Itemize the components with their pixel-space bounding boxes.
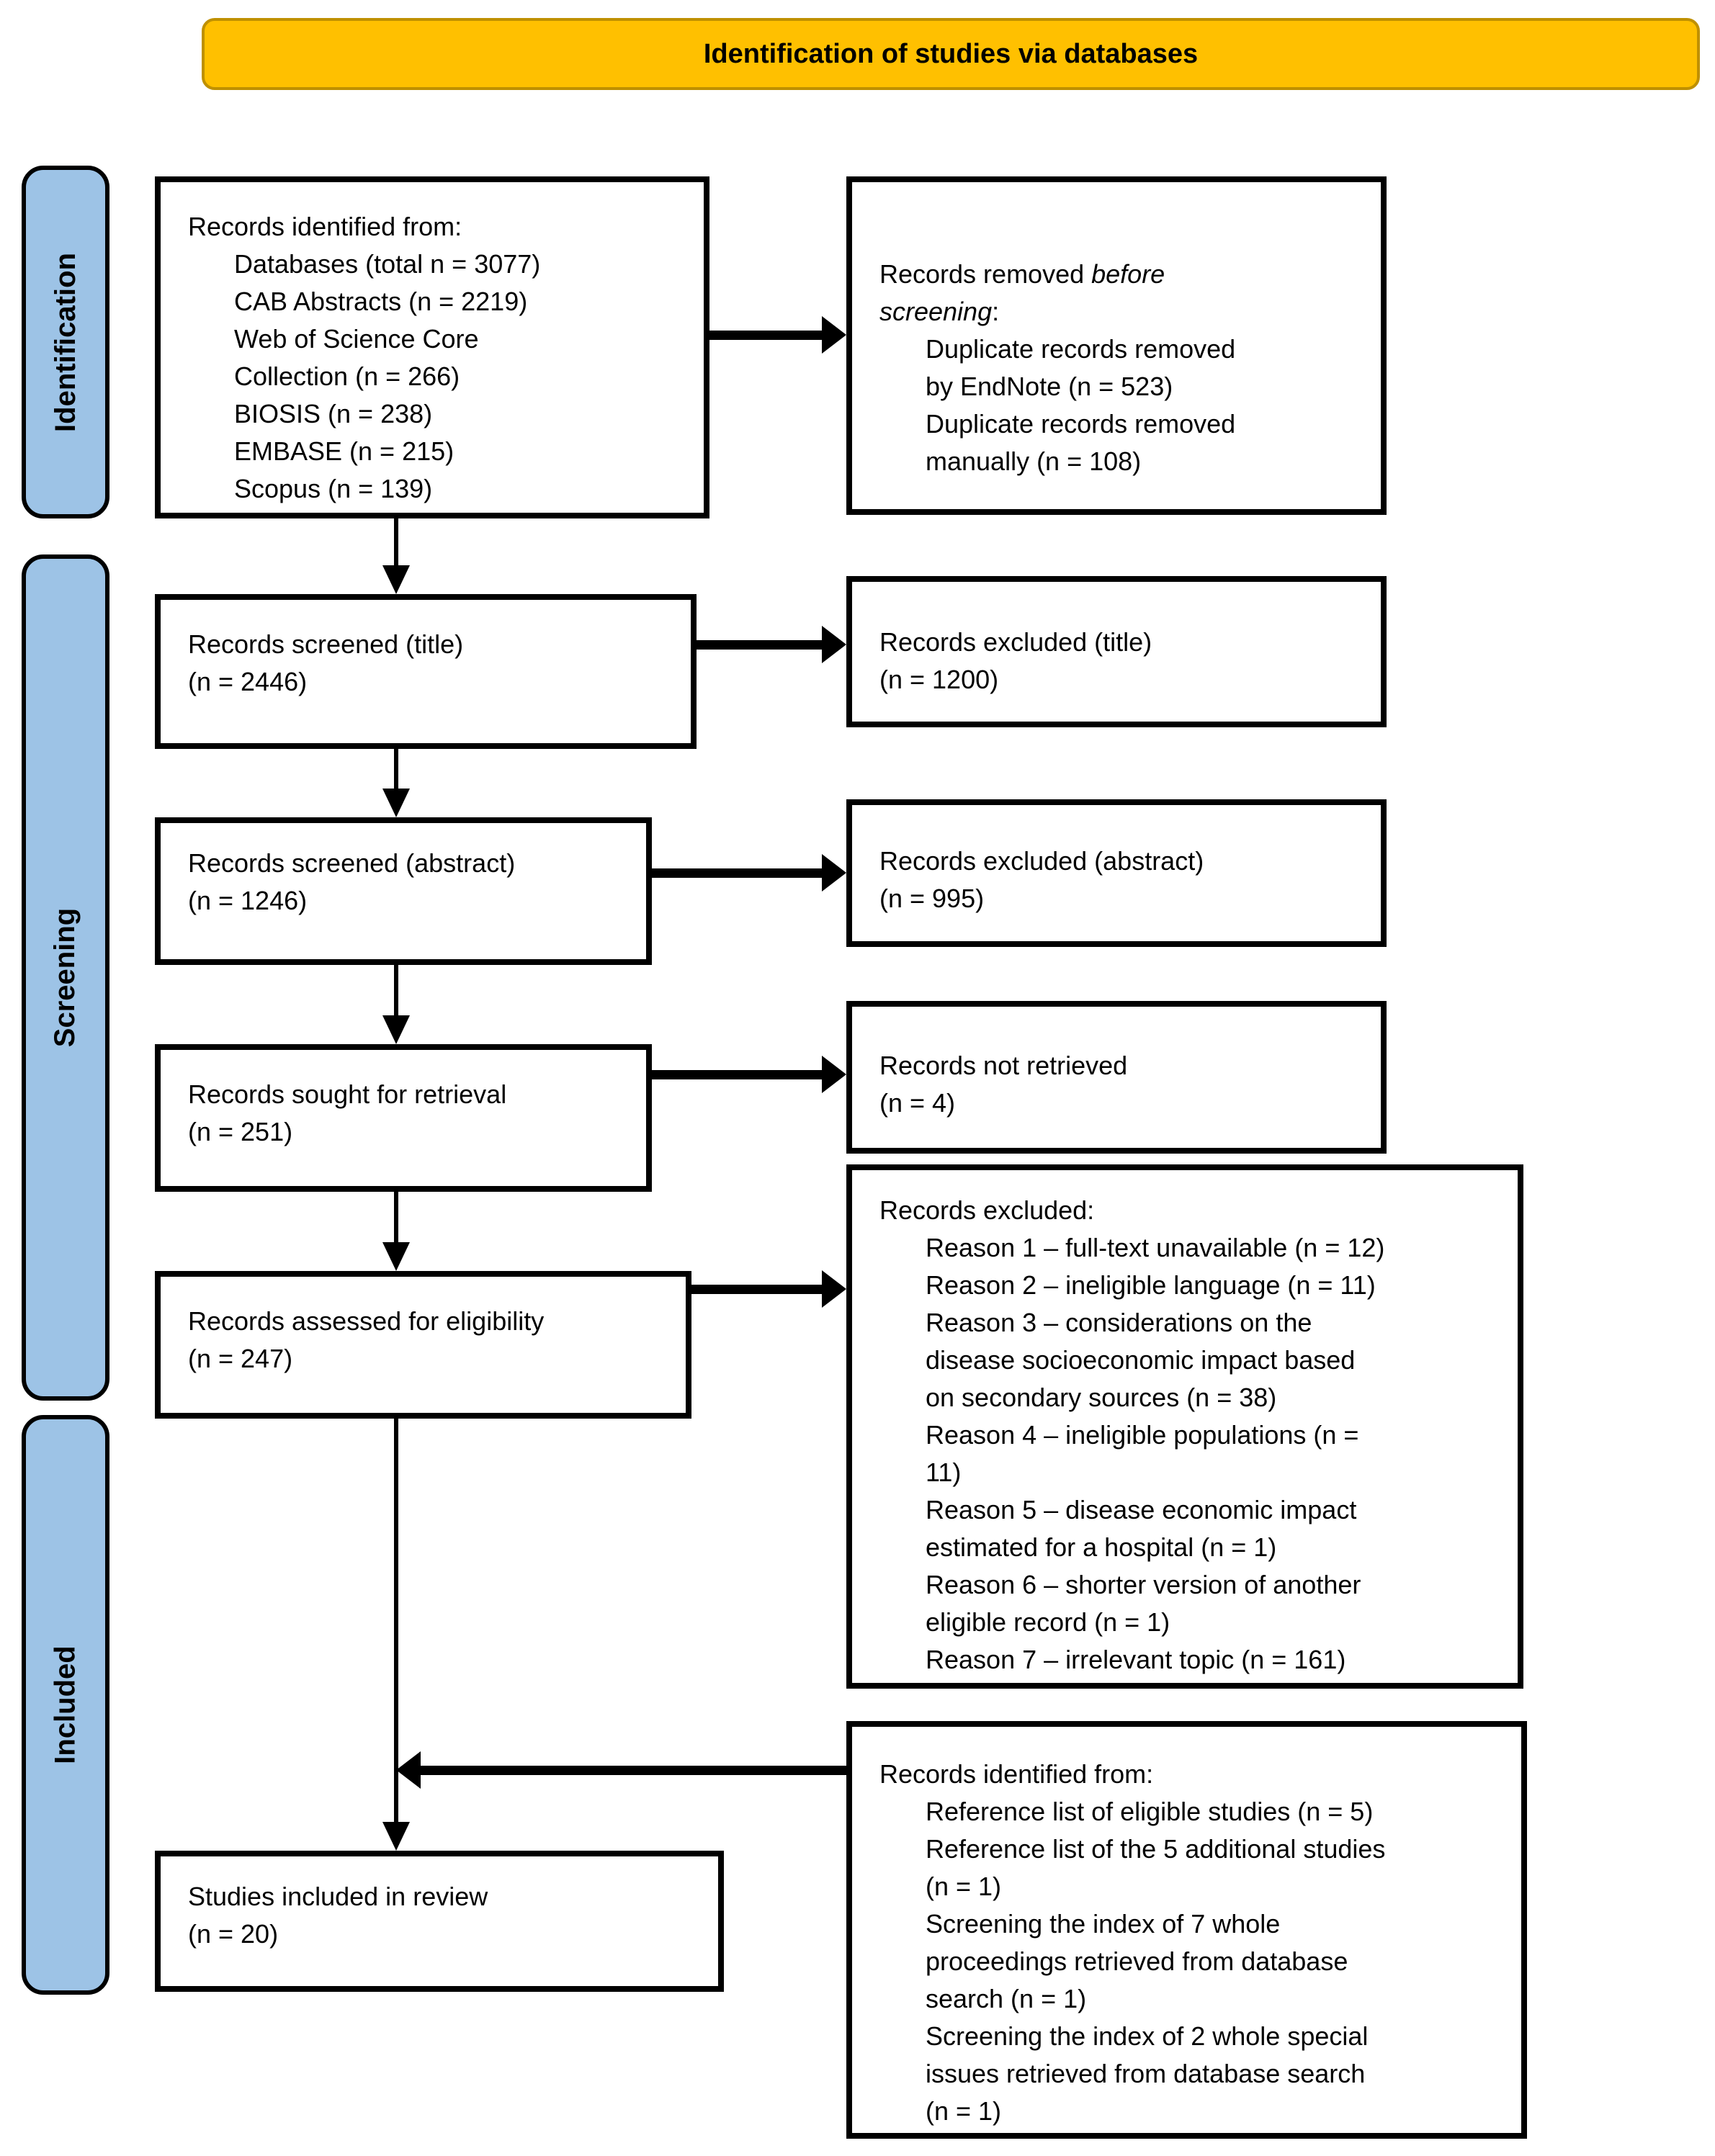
arrowhead-right-icon	[822, 626, 846, 663]
text-line: Duplicate records removed	[926, 334, 1236, 364]
box-assessed-eligibility: Records assessed for eligibility (n = 24…	[155, 1271, 691, 1419]
text-line: by EndNote (n = 523)	[926, 372, 1173, 401]
text-line: (n = 4)	[879, 1088, 956, 1118]
banner-title: Identification of studies via databases	[703, 38, 1199, 69]
text-line: (n = 995)	[879, 884, 985, 913]
text-line: (n = 1)	[926, 1872, 1002, 1901]
text-line: BIOSIS (n = 238)	[234, 399, 433, 428]
arrow-screened-title-to-excluded	[697, 640, 823, 650]
arrow-assessed-to-included	[394, 1419, 398, 1823]
arrowhead-down-icon	[382, 1015, 410, 1044]
arrow-assessed-to-excluded-reasons	[691, 1285, 823, 1294]
box-excluded-title: Records excluded (title) (n = 1200)	[846, 576, 1387, 727]
text-line: Studies included in review	[188, 1882, 488, 1911]
arrowhead-right-icon	[822, 1270, 846, 1308]
text-line: search (n = 1)	[926, 1984, 1087, 2013]
text-line: Records screened (abstract)	[188, 848, 516, 878]
title-italic: screening	[879, 297, 993, 326]
text-line: Reason 7 – irrelevant topic (n = 161)	[926, 1645, 1346, 1674]
text-line: Reason 2 – ineligible language (n = 11)	[926, 1270, 1376, 1300]
text-line: Screening the index of 7 whole	[926, 1909, 1281, 1939]
text-line: proceedings retrieved from database	[926, 1946, 1348, 1976]
text-line: Records excluded (title)	[879, 627, 1152, 657]
arrow-sought-to-not-retrieved	[652, 1070, 823, 1079]
text-line: Records screened (title)	[188, 629, 464, 659]
arrowhead-right-icon	[822, 854, 846, 891]
text-line: Databases (total n = 3077)	[234, 249, 541, 279]
arrow-abstract-to-sought	[394, 965, 398, 1017]
arrow-identified-to-removed	[709, 331, 823, 340]
text-line: Screening the index of 2 whole special	[926, 2021, 1369, 2051]
text-line: manually (n = 108)	[926, 446, 1142, 476]
title-normal: :	[992, 297, 1000, 326]
arrow-identified-to-screened-title	[394, 518, 398, 567]
text-line: EMBASE (n = 215)	[234, 436, 455, 466]
box-additional-records: Records identified from: Reference list …	[846, 1721, 1527, 2139]
box-title: Records excluded:	[879, 1195, 1095, 1225]
arrowhead-down-icon	[382, 1822, 410, 1851]
stage-identification-label: Identification	[49, 252, 81, 432]
box-title: Records removed before	[879, 256, 1369, 293]
box-records-removed: Records removed before screening: Duplic…	[846, 176, 1387, 515]
text-line: (n = 20)	[188, 1919, 279, 1949]
text-line: issues retrieved from database search	[926, 2059, 1366, 2088]
text-line: Reason 4 – ineligible populations (n =	[926, 1420, 1359, 1450]
text-line: Reason 5 – disease economic impact	[926, 1495, 1357, 1524]
arrowhead-left-icon	[396, 1751, 421, 1789]
box-excluded-reasons: Records excluded: Reason 1 – full-text u…	[846, 1164, 1523, 1689]
text-line: Reference list of the 5 additional studi…	[926, 1834, 1386, 1864]
text-line: (n = 1200)	[879, 665, 999, 694]
box-title: Records identified from:	[879, 1759, 1154, 1789]
box-title: Records identified from:	[188, 212, 462, 241]
arrowhead-down-icon	[382, 1242, 410, 1271]
text-line: on secondary sources (n = 38)	[926, 1383, 1277, 1412]
stage-included: Included	[22, 1415, 109, 1995]
box-screened-title: Records screened (title) (n = 2446)	[155, 594, 697, 749]
text-line: Scopus (n = 139)	[234, 474, 433, 503]
arrowhead-right-icon	[822, 1056, 846, 1093]
text-line: Web of Science Core	[234, 324, 479, 354]
text-line: Reason 6 – shorter version of another	[926, 1570, 1361, 1599]
text-line: (n = 251)	[188, 1117, 293, 1146]
arrow-sought-to-assessed	[394, 1192, 398, 1244]
text-line: Records sought for retrieval	[188, 1079, 507, 1109]
title-italic: before	[1091, 259, 1165, 289]
arrow-additional-to-included	[421, 1766, 846, 1775]
stage-screening: Screening	[22, 554, 109, 1401]
text-line: Collection (n = 266)	[234, 361, 460, 391]
text-line: Reference list of eligible studies (n = …	[926, 1797, 1374, 1826]
text-line: (n = 1246)	[188, 886, 308, 915]
box-not-retrieved: Records not retrieved (n = 4)	[846, 1001, 1387, 1154]
text-line: CAB Abstracts (n = 2219)	[234, 287, 528, 316]
arrow-screened-abstract-to-excluded	[652, 868, 823, 878]
stage-screening-label: Screening	[49, 907, 81, 1048]
text-line: (n = 2446)	[188, 667, 308, 696]
box-studies-included: Studies included in review (n = 20)	[155, 1851, 724, 1992]
arrow-screened-title-to-abstract	[394, 749, 398, 790]
box-screened-abstract: Records screened (abstract) (n = 1246)	[155, 817, 652, 965]
arrowhead-down-icon	[382, 789, 410, 817]
banner: Identification of studies via databases	[202, 18, 1700, 90]
text-line: (n = 247)	[188, 1344, 293, 1373]
text-line: estimated for a hospital (n = 1)	[926, 1532, 1277, 1562]
arrowhead-right-icon	[822, 316, 846, 354]
text-line: Reason 3 – considerations on the	[926, 1308, 1312, 1337]
text-line: eligible record (n = 1)	[926, 1607, 1170, 1637]
text-line: 11)	[926, 1457, 962, 1487]
text-line: disease socioeconomic impact based	[926, 1345, 1356, 1375]
box-records-identified: Records identified from: Databases (tota…	[155, 176, 709, 518]
text-line: Records not retrieved	[879, 1051, 1128, 1080]
text-line: Duplicate records removed	[926, 409, 1236, 439]
text-line: Records excluded (abstract)	[879, 846, 1204, 876]
box-sought-retrieval: Records sought for retrieval (n = 251)	[155, 1044, 652, 1192]
arrowhead-down-icon	[382, 565, 410, 594]
box-title: screening:	[879, 293, 1369, 331]
text-line: (n = 1)	[926, 2096, 1002, 2126]
title-normal: Records removed	[879, 259, 1092, 289]
stage-included-label: Included	[49, 1645, 81, 1764]
text-line: Records assessed for eligibility	[188, 1306, 545, 1336]
stage-identification: Identification	[22, 166, 109, 518]
text-line: Reason 1 – full-text unavailable (n = 12…	[926, 1233, 1385, 1262]
box-excluded-abstract: Records excluded (abstract) (n = 995)	[846, 799, 1387, 947]
